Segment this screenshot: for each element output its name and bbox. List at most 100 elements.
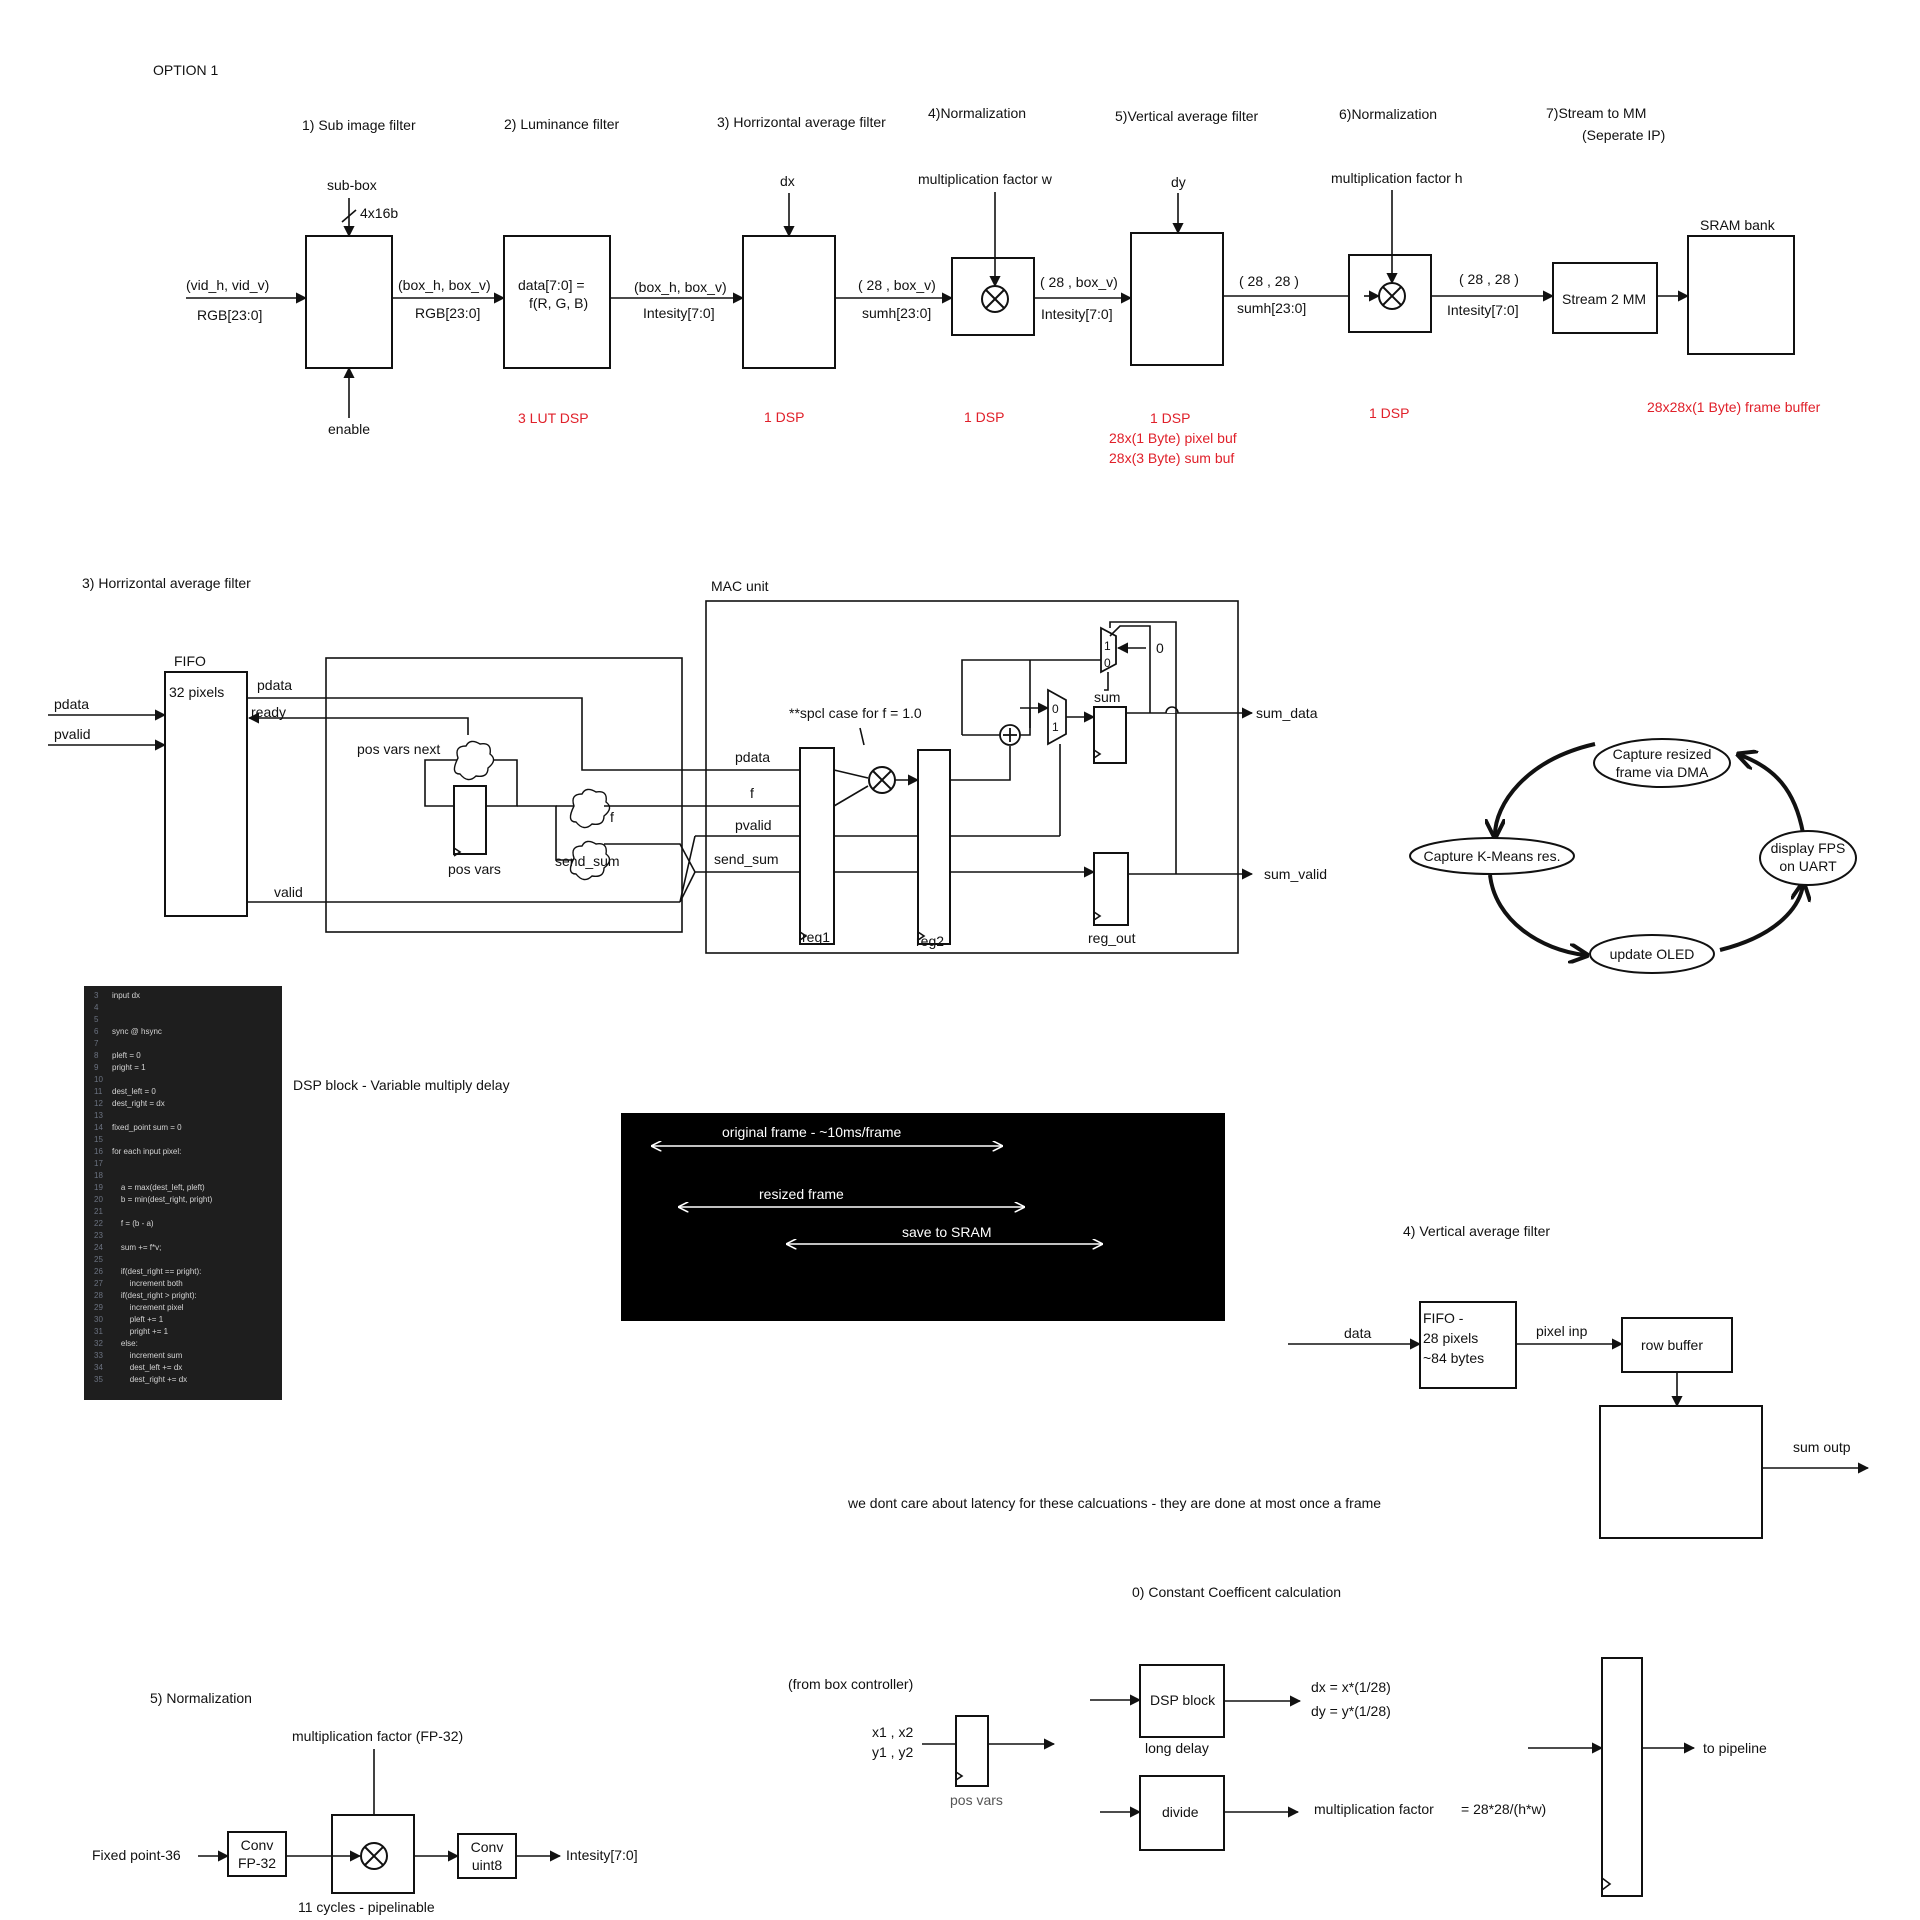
code-line-number: 25 [94,1255,103,1264]
conv-uint8-2: uint8 [472,1857,503,1873]
input-label-bottom: RGB[23:0] [197,307,262,323]
code-line-text: sync @ hsync [112,1027,162,1036]
ccc-posvars-register [955,1715,989,1787]
code-line-number: 8 [94,1051,99,1060]
code-line-number: 10 [94,1075,103,1084]
norm-output-label: Intesity[7:0] [566,1847,638,1863]
in-pvalid-label: pvalid [54,726,91,742]
code-line-number: 17 [94,1159,103,1168]
conv-fp32-1: Conv [241,1837,274,1853]
horizontal-filter-box [742,235,836,369]
code-line-number: 32 [94,1339,103,1348]
cycle-display-fps-2: on UART [1779,858,1837,874]
code-line-text: dest_right += dx [112,1375,187,1384]
ready-feedback [326,717,469,735]
luminance-body-1: data[7:0] = [518,277,585,293]
f-cloud [569,788,611,829]
cycle-capture-kmeans [1409,837,1575,875]
cycle-display-fps [1759,830,1857,886]
stage-2-title: 2) Luminance filter [504,116,620,132]
spcl-pointer [859,727,865,746]
sum-to-muxa [1109,625,1151,713]
code-line-text: pleft += 1 [112,1315,164,1324]
sig-pvalid-label: pvalid [735,817,772,833]
vaf-pixel-inp: pixel inp [1536,1323,1588,1339]
code-line-text: dest_left += dx [112,1363,182,1372]
ccc-posvars-label: pos vars [950,1792,1003,1808]
vaf-fifo-1: FIFO - [1423,1310,1464,1326]
dx-label: dx [780,173,795,189]
to-pipeline-label: to pipeline [1703,1740,1767,1756]
sig-pdata-label: pdata [735,749,770,765]
norm-cycles-label: 11 cycles - pipelinable [298,1899,435,1915]
sum-outp-label: sum outp [1793,1439,1851,1455]
stage-3-title: 3) Horrizontal average filter [717,114,886,130]
code-line-text: fixed_point sum = 0 [112,1123,182,1132]
link-2-bottom: Intesity[7:0] [643,305,715,321]
conv-uint8-1: Conv [471,1839,504,1855]
send-sum-label: send_sum [555,853,620,869]
code-line-number: 26 [94,1267,103,1276]
timeline-save-label: save to SRAM [902,1224,991,1240]
ccc-title: 0) Constant Coefficent calculation [1132,1584,1341,1600]
stage-5-title: 5)Vertical average filter [1115,108,1259,124]
cycle-capture-resized-2: frame via DMA [1616,764,1709,780]
haf-title: 3) Horrizontal average filter [82,575,251,591]
posvars-label: pos vars [448,861,501,877]
link-6-top: ( 28 , 28 ) [1459,271,1519,287]
f-label: f [610,809,614,825]
wire-hop [1165,706,1179,714]
cycle-arrow-3 [1719,885,1803,952]
cycle-arrow-1 [1495,742,1596,835]
fifo-label: FIFO [174,653,206,669]
stage-6-title: 6)Normalization [1339,106,1437,122]
reg2-to-adder [950,746,1011,781]
out-ready-label: ready [251,704,286,720]
code-line-text: b = min(dest_right, pright) [112,1195,213,1204]
code-line-text: increment pixel [112,1303,184,1312]
code-line-number: 31 [94,1327,103,1336]
sum-data-label: sum_data [1256,705,1318,721]
code-line-number: 20 [94,1195,103,1204]
zero-label: 0 [1156,640,1164,656]
ccc-posvars-clock [955,1771,964,1781]
posvars-next-label: pos vars next [357,741,440,757]
pdata-path [326,697,800,771]
mux-a-0: 0 [1104,656,1111,670]
code-line-number: 6 [94,1027,99,1036]
vaf-title: 4) Vertical average filter [1403,1223,1550,1239]
conv-uint8-box [457,1833,517,1879]
reg2-label: reg2 [916,933,944,949]
code-line-text: else: [112,1339,138,1348]
long-delay-label: long delay [1145,1740,1209,1756]
spcl-note: **spcl case for f = 1.0 [789,705,922,721]
link-3-bottom: sumh[23:0] [862,305,931,321]
code-line-number: 35 [94,1375,103,1384]
cycle-display-fps-1: display FPS [1771,840,1846,856]
sum-feedback-left [961,659,1104,735]
code-line-text: dest_right = dx [112,1099,165,1108]
out-pdata-label: pdata [257,677,292,693]
stage-5-cost: 1 DSP [1150,410,1190,426]
link-1-top: (box_h, box_v) [398,277,491,293]
stage-1-title: 1) Sub image filter [302,117,416,133]
code-line-text: a = max(dest_left, pleft) [112,1183,205,1192]
reg-out-label: reg_out [1088,930,1136,946]
dsp-block-box [1139,1664,1225,1738]
reg-out-register [1093,852,1129,926]
code-line-text: sum += f*v; [112,1243,161,1252]
valid-crossing [679,871,696,903]
reg1-label: reg1 [802,929,830,945]
divide-label: divide [1162,1804,1199,1820]
luminance-body-2: f(R, G, B) [529,295,588,311]
sig-send-sum-label: send_sum [714,851,779,867]
stage-5-cost-3: 28x(3 Byte) sum buf [1109,450,1234,466]
mux-b-0: 0 [1052,702,1059,716]
out-valid-label: valid [274,884,303,900]
code-line-number: 7 [94,1039,99,1048]
cycle-update-oled [1589,934,1715,974]
code-line-text: dest_left = 0 [112,1087,156,1096]
stream-2-mm-box [1552,262,1658,334]
mult-factor-expr: = 28*28/(h*w) [1461,1801,1546,1817]
